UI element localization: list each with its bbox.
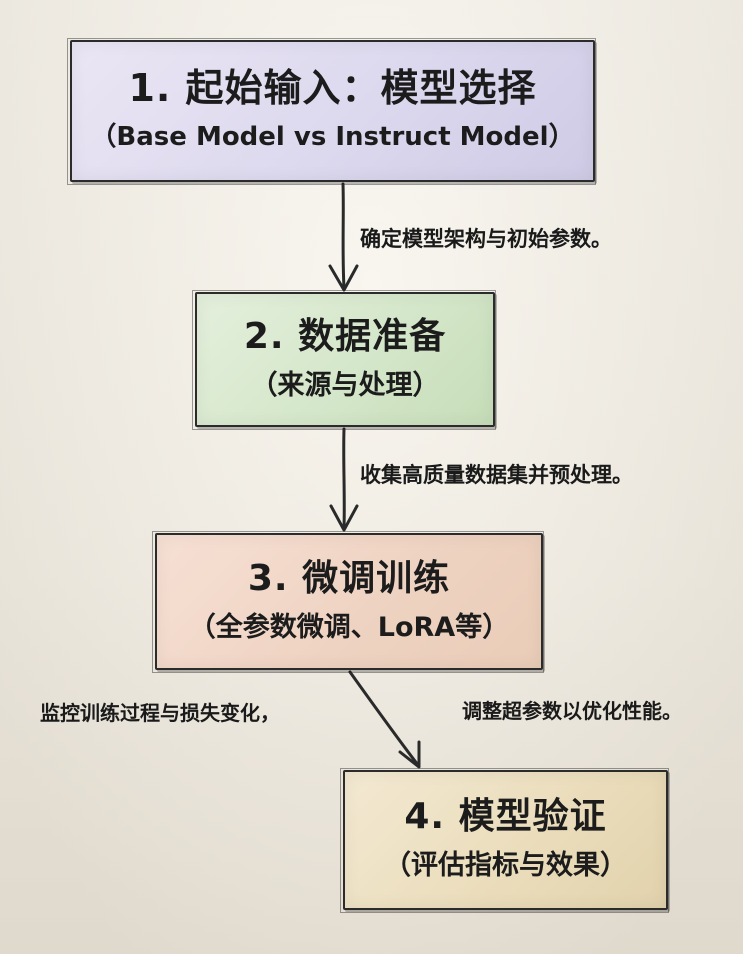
- step-3-fine-tuning-box: 3. 微调训练 （全参数微调、LoRA等）: [152, 531, 544, 673]
- step-2-subtitle: （来源与处理）: [250, 369, 440, 401]
- step-4-title: 4. 模型验证: [404, 796, 607, 837]
- step-1-model-selection-box: 1. 起始输入：模型选择 （Base Model vs Instruct Mod…: [67, 38, 596, 185]
- step-1-title: 1. 起始输入：模型选择: [128, 66, 537, 110]
- step-4-subtitle: （评估指标与效果）: [384, 850, 627, 881]
- step-2-data-preparation-box: 2. 数据准备 （来源与处理）: [192, 290, 496, 430]
- step-3-title: 3. 微调训练: [247, 557, 451, 599]
- arrow-step3-to-step4: [348, 670, 421, 769]
- annotation-step3-to-step4-right: 调整超参数以优化性能。: [462, 699, 682, 723]
- step-2-title: 2. 数据准备: [243, 315, 447, 357]
- step-4-model-validation-box: 4. 模型验证 （评估指标与效果）: [340, 768, 669, 913]
- annotation-step2-to-step3: 收集高质量数据集并预处理。: [360, 463, 633, 487]
- arrow-step2-to-step3: [329, 427, 359, 532]
- annotation-step1-to-step2: 确定模型架构与初始参数。: [360, 227, 612, 251]
- step-3-subtitle: （全参数微调、LoRA等）: [188, 611, 510, 643]
- annotation-step3-to-step4-left: 监控训练过程与损失变化，: [40, 701, 280, 725]
- arrow-step1-to-step2: [328, 182, 359, 292]
- step-1-subtitle: （Base Model vs Instruct Model）: [90, 122, 575, 152]
